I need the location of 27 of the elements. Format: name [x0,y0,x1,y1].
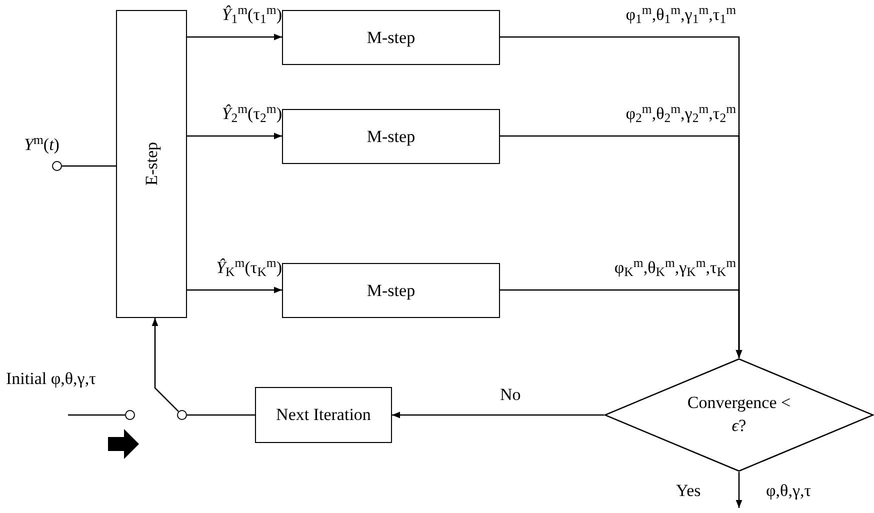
edge-label: Ŷ$_{1}$$^{m}$(τ$_{1}$$^{m}$) [220,2,282,28]
terminal-label: Y$^{m}$(t) [24,132,60,156]
connector-arrow [152,318,179,412]
edge-label: Yes [676,480,702,502]
connector-arrow [187,34,282,40]
connector-arrow [187,132,282,140]
node-label: Next Iteration [276,404,371,426]
decision-diamond [604,358,874,472]
connector-arrow [392,412,604,418]
terminal-label: Initial φ,θ,γ,τ [6,368,96,390]
connector-arrow [187,286,282,294]
node-label: M-step [366,280,416,302]
connector-arrow [736,472,742,508]
connector-arrow [500,289,742,358]
node-label: E-step [140,142,162,186]
edge-label: Ŷ$_{K}$$^{m}$(τ$_{K}$$^{m}$) [215,255,282,280]
process-box [116,10,187,318]
node-label: M-step [366,26,416,49]
output-label: φ,θ,γ,τ [766,480,812,502]
edge-label: No [500,384,522,406]
process-box [255,387,392,443]
process-box [282,109,500,164]
edge-label: Ŷ$_{2}$$^{m}$(τ$_{2}$$^{m}$) [220,101,282,126]
node-label: M-step [366,126,416,148]
node-label: Convergence < ϵ? [686,392,792,437]
process-box [282,10,500,65]
process-box [282,263,500,318]
